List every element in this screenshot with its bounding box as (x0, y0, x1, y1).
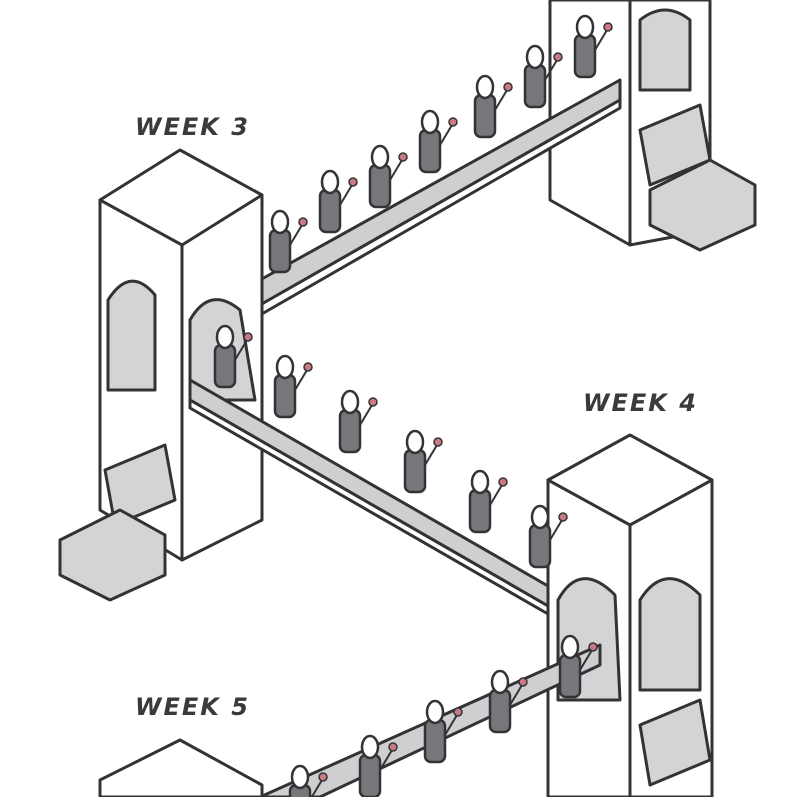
figure-with-rose (468, 469, 508, 534)
figure-with-rose (368, 144, 408, 209)
week-3-label: WEEK 3 (135, 113, 250, 141)
figure-with-rose (523, 44, 563, 109)
figure-with-rose (423, 699, 463, 764)
week-5-label: WEEK 5 (135, 693, 250, 721)
bin-right (638, 103, 757, 252)
figure-with-rose (528, 504, 568, 569)
week-4-label: WEEK 4 (583, 389, 698, 417)
figure-with-rose (338, 389, 378, 454)
figure-with-rose (288, 764, 328, 797)
figure-with-rose (213, 324, 253, 389)
figure-with-rose (403, 429, 443, 494)
figure-with-rose (573, 14, 613, 79)
tower-week-5 (98, 738, 264, 797)
figure-with-rose (418, 109, 458, 174)
figure-with-rose (558, 634, 598, 699)
figure-with-rose (473, 74, 513, 139)
figure-with-rose (318, 169, 358, 234)
conveyor-upper (258, 78, 622, 317)
figure-with-rose (268, 209, 308, 274)
bin-bottom-right (638, 698, 712, 787)
figure-with-rose (273, 354, 313, 419)
figure-with-rose (358, 734, 398, 797)
figure-with-rose (488, 669, 528, 734)
bin-left (58, 443, 177, 602)
